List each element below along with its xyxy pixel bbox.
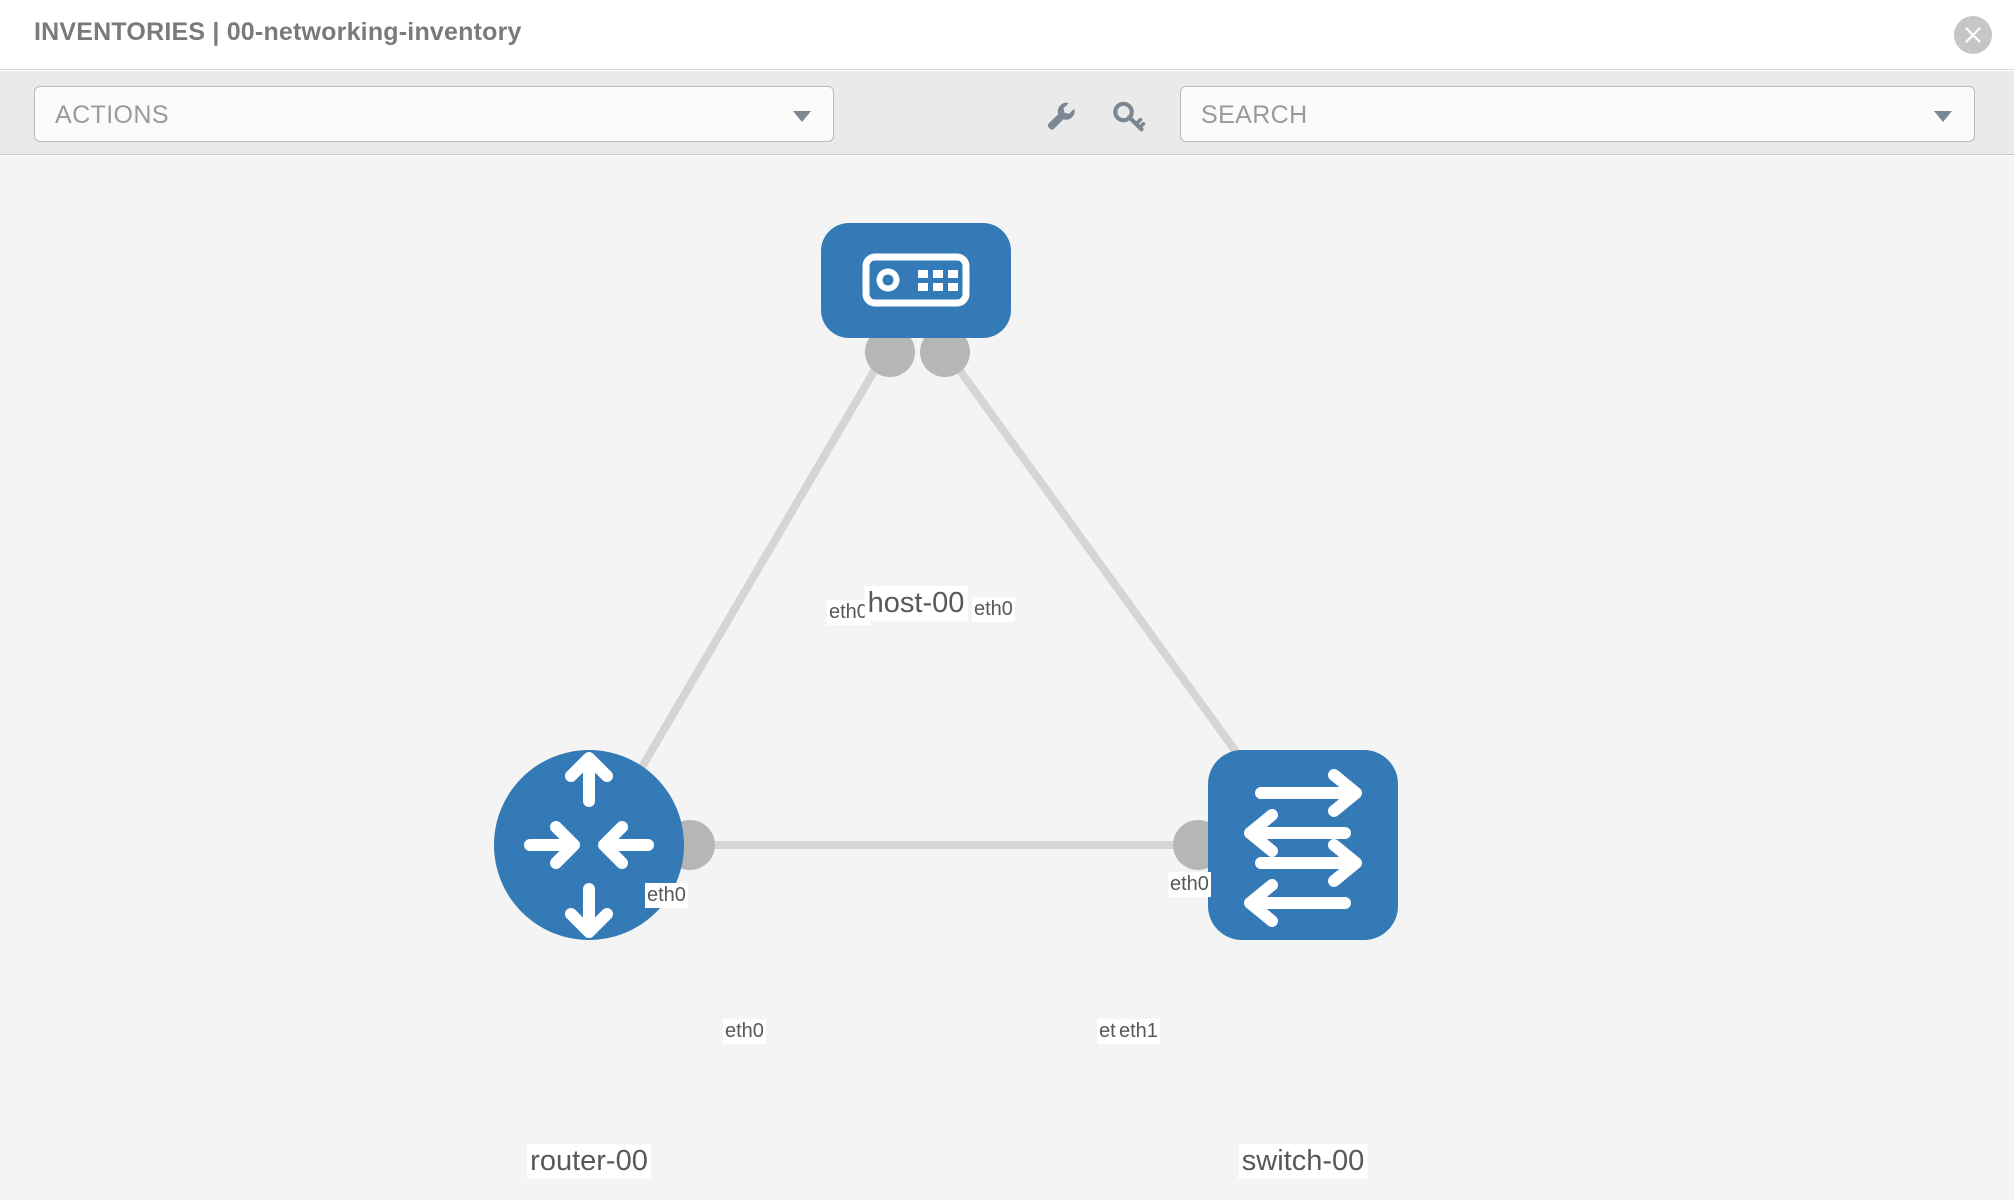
node-host-00-shape xyxy=(821,223,1011,338)
node-label-router-00: router-00 xyxy=(527,1144,651,1179)
iface-label-host00-eth0-left: eth0 xyxy=(827,600,870,625)
chevron-down-icon xyxy=(1934,111,1952,122)
topology-edges xyxy=(621,358,1272,849)
search-input[interactable]: SEARCH xyxy=(1180,86,1975,142)
chevron-down-icon xyxy=(793,111,811,122)
close-icon xyxy=(1965,27,1981,43)
node-switch-00 xyxy=(1208,750,1398,940)
actions-dropdown-label: ACTIONS xyxy=(55,101,169,129)
node-router-00-shape xyxy=(494,750,684,940)
toolbar: ACTIONS SEARCH xyxy=(0,71,2014,155)
actions-dropdown[interactable]: ACTIONS xyxy=(34,86,834,142)
search-input-label: SEARCH xyxy=(1201,101,1308,129)
node-host-00 xyxy=(821,223,1011,338)
server-icon xyxy=(862,253,970,307)
close-button[interactable] xyxy=(1954,16,1992,54)
edge-host00-switch00 xyxy=(949,358,1272,799)
iface-label-host00-eth0-right: eth0 xyxy=(972,597,1015,622)
iface-label-router00-eth0-right: eth0 xyxy=(723,1019,766,1044)
iface-label-router00-eth0-up: eth0 xyxy=(645,883,688,908)
key-icon xyxy=(1113,101,1146,132)
node-router-00 xyxy=(494,750,684,940)
iface-label-switch00-eth1-left: eth1 xyxy=(1117,1019,1160,1044)
switch-arrows-icon xyxy=(1244,769,1362,927)
page-title: INVENTORIES | 00-networking-inventory xyxy=(34,18,522,46)
iface-label-switch00-eth0-up: eth0 xyxy=(1168,872,1211,897)
node-switch-00-shape xyxy=(1208,750,1398,940)
wrench-icon xyxy=(1047,102,1075,130)
node-label-switch-00: switch-00 xyxy=(1238,1144,1368,1179)
pad-host00-right xyxy=(920,327,970,377)
wrench-button[interactable] xyxy=(1040,95,1080,135)
node-label-host-00: host-00 xyxy=(864,586,968,621)
window-titlebar: INVENTORIES | 00-networking-inventory xyxy=(0,0,2014,70)
topology-graph xyxy=(494,223,1398,940)
edge-host00-router00 xyxy=(621,358,884,799)
pad-host00-left xyxy=(865,327,915,377)
router-arrows-icon xyxy=(524,752,654,938)
key-button[interactable] xyxy=(1108,95,1148,135)
topology-canvas[interactable]: eth0 eth0 eth0 eth0 eth0 eth0 eth1 host-… xyxy=(0,156,2014,1200)
